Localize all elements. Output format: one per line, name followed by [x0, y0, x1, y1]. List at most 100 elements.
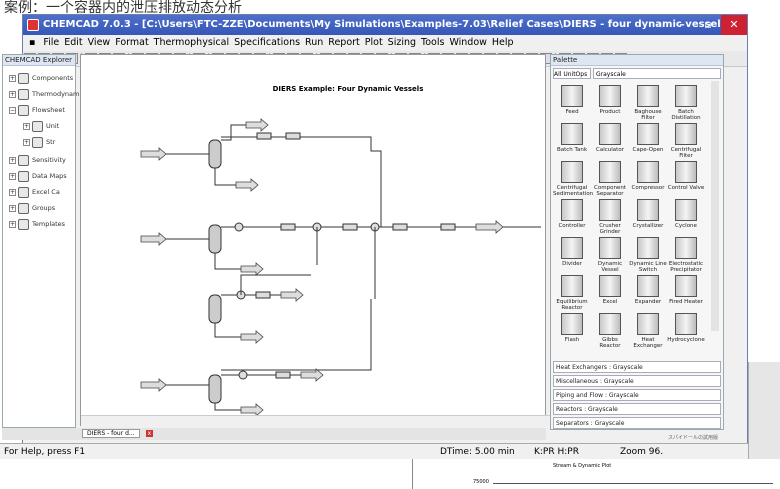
flowsheet-icon [18, 104, 29, 116]
status-dtime: DTime: 5.00 min [440, 447, 515, 457]
feed-arrow-1 [140, 147, 167, 161]
datamap-icon [18, 170, 29, 182]
document-tab-strip: DIERS - four d... x [2, 428, 546, 440]
unit-divider[interactable]: Divider [553, 235, 591, 275]
tree-sensitivity[interactable]: +Sensitivity [9, 154, 66, 166]
category-separators[interactable]: Separators : Grayscale [553, 417, 721, 429]
unit-icon [32, 120, 43, 132]
menu-specifications[interactable]: Specifications [234, 37, 301, 48]
tree-groups[interactable]: +Groups [9, 202, 56, 214]
category-piping-flow[interactable]: Piping and Flow : Grayscale [553, 389, 721, 401]
category-miscellaneous[interactable]: Miscellaneous : Grayscale [553, 375, 721, 387]
stream-icon [32, 136, 43, 148]
tab-close-icon[interactable]: x [145, 430, 154, 437]
unit-dynamic-line-switch[interactable]: Dynamic Line Switch [629, 235, 667, 275]
unit-batch-tank[interactable]: Batch Tank [553, 121, 591, 161]
unit-baghouse[interactable]: Baghouse Filter [629, 83, 667, 123]
close-button[interactable]: ✕ [721, 15, 747, 35]
tree-thermodynamics[interactable]: +Thermodynamics [9, 88, 89, 100]
palette-style-dropdown[interactable]: Grayscale [593, 68, 721, 79]
unit-centrifugal-sedimentation[interactable]: Centrifugal Sedimentation [553, 159, 593, 199]
vessel-4 [208, 374, 222, 404]
palette-tab-all[interactable]: All UnitOps [553, 68, 591, 79]
menu-run[interactable]: Run [305, 37, 324, 48]
tab-diers[interactable]: DIERS - four d... [82, 429, 140, 438]
menu-report[interactable]: Report [328, 37, 360, 48]
unit-equilibrium-reactor[interactable]: Equilibrium Reactor [553, 273, 591, 313]
menu-sizing[interactable]: Sizing [387, 37, 417, 48]
explorer-panel: CHEMCAD Explorer +Components +Thermodyna… [2, 54, 88, 428]
unit-flash[interactable]: Flash [553, 311, 591, 351]
menu-window[interactable]: Window [449, 37, 487, 48]
menu-format[interactable]: Format [115, 37, 149, 48]
feed-arrow-2 [140, 232, 167, 246]
menu-plot[interactable]: Plot [364, 37, 383, 48]
unit-fired-heater[interactable]: Fired Heater [667, 273, 705, 313]
unit-dynamic-vessel[interactable]: Dynamic Vessel [591, 235, 629, 275]
palette-panel: Palette All UnitOps Grayscale Feed Produ… [550, 54, 724, 430]
unit-electrostatic-precipitator[interactable]: Electrostatic Precipitator [667, 235, 705, 275]
background-window-edge [748, 362, 780, 459]
unit-feed[interactable]: Feed [553, 83, 591, 123]
vessel-2 [208, 224, 222, 254]
tree-flowsheet[interactable]: −Flowsheet [9, 104, 65, 116]
unit-cyclone[interactable]: Cyclone [667, 197, 705, 237]
menu-help[interactable]: Help [491, 37, 514, 48]
unit-control-valve[interactable]: Control Valve [667, 159, 705, 199]
tree-unit[interactable]: +Unit [23, 120, 60, 132]
status-zoom: Zoom 96. [620, 447, 664, 457]
tree-templates[interactable]: +Templates [9, 218, 66, 230]
doc-icon: ▪ [29, 37, 36, 48]
vessel-3 [208, 294, 222, 324]
status-bar: For Help, press F1 DTime: 5.00 min K:PR … [0, 443, 780, 459]
flowsheet-canvas[interactable]: DIERS Example: Four Dynamic Vessels [80, 54, 626, 426]
menu-file[interactable]: File [43, 37, 60, 48]
excel-icon [18, 186, 29, 198]
vessel-1 [208, 139, 222, 169]
palette-header: Palette [551, 55, 723, 66]
minimize-button[interactable]: – [679, 18, 685, 31]
unit-controller[interactable]: Controller [553, 197, 591, 237]
unit-product[interactable]: Product [591, 83, 629, 123]
unit-crusher[interactable]: Crusher Grinder [591, 197, 629, 237]
unit-centrifugal-filter[interactable]: Centrifugal Filter [667, 121, 705, 161]
unit-hydrocyclone[interactable]: Hydrocyclone [667, 311, 705, 351]
app-icon [27, 19, 39, 31]
menu-tools[interactable]: Tools [421, 37, 445, 48]
canvas-horizontal-scrollbar[interactable] [81, 415, 615, 426]
title-bar: CHEMCAD 7.0.3 - [C:\Users\FTC-ZZE\Docume… [23, 15, 747, 35]
unit-expander[interactable]: Expander [629, 273, 667, 313]
tree-data-maps[interactable]: +Data Maps [9, 170, 67, 182]
status-help: For Help, press F1 [4, 447, 86, 457]
category-heat-exchangers[interactable]: Heat Exchangers : Grayscale [553, 361, 721, 373]
tree-stream[interactable]: +Str [23, 136, 56, 148]
watermark: スパイドールの試用版 [668, 435, 719, 441]
unit-calculator[interactable]: Calculator [591, 121, 629, 161]
maximize-button[interactable]: ▫ [704, 18, 712, 31]
menu-thermophysical[interactable]: Thermophysical [153, 37, 230, 48]
page-caption: 案例：一个容器内的泄压排放动态分析 [0, 0, 780, 16]
plot-y-value: 75000 [473, 479, 489, 485]
unit-component-separator[interactable]: Component Separator [591, 159, 629, 199]
explorer-header: CHEMCAD Explorer [3, 55, 75, 66]
status-thermo: K:PR H:PR [534, 447, 579, 457]
feed-arrow-4 [140, 378, 167, 392]
unit-crystallizer[interactable]: Crystallizer [629, 197, 667, 237]
tree-excel[interactable]: +Excel Ca [9, 186, 60, 198]
unit-cape-open[interactable]: Cape-Open [629, 121, 667, 161]
unit-excel[interactable]: Excel [591, 273, 629, 313]
tree-components[interactable]: +Components [9, 72, 74, 84]
menu-edit[interactable]: Edit [64, 37, 83, 48]
groups-icon [18, 202, 29, 214]
window-title: CHEMCAD 7.0.3 - [C:\Users\FTC-ZZE\Docume… [43, 19, 747, 30]
menu-view[interactable]: View [87, 37, 111, 48]
unit-batch-distillation[interactable]: Batch Distillation [667, 83, 705, 123]
palette-scrollbar[interactable] [711, 81, 719, 331]
category-reactors[interactable]: Reactors : Grayscale [553, 403, 721, 415]
flowsheet-drawing[interactable] [81, 55, 615, 415]
unit-gibbs-reactor[interactable]: Gibbs Reactor [591, 311, 629, 351]
unit-compressor[interactable]: Compressor [629, 159, 667, 199]
product-arrow [475, 220, 504, 234]
unit-heat-exchanger[interactable]: Heat Exchanger [629, 311, 667, 351]
menu-bar: ▪ File Edit View Format Thermophysical Specif… [23, 35, 747, 51]
